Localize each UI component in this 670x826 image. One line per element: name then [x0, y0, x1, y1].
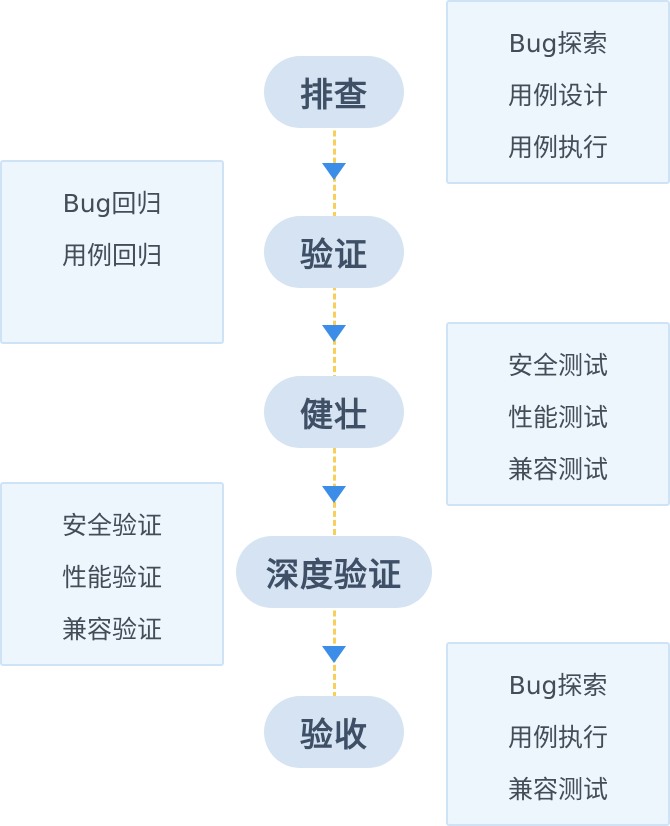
task-panel: 安全验证 性能验证 兼容验证	[0, 482, 224, 666]
task-item: 性能验证	[61, 563, 162, 592]
task-panel: Bug回归 用例回归	[0, 160, 224, 344]
arrow-down-icon	[322, 646, 346, 663]
task-item: 安全验证	[61, 511, 162, 540]
step-label: 健壮	[300, 395, 368, 434]
task-item: 性能测试	[507, 403, 608, 432]
arrow-down-icon	[322, 163, 346, 180]
task-item: 兼容验证	[61, 615, 162, 644]
step-node: 排查	[264, 56, 404, 128]
task-item: 兼容测试	[507, 455, 608, 484]
task-item: 用例执行	[507, 723, 608, 752]
task-item: 安全测试	[507, 351, 608, 380]
task-panel: Bug探索 用例设计 用例执行	[446, 0, 670, 184]
step-label: 验收	[300, 715, 368, 754]
task-panel: Bug探索 用例执行 兼容测试	[446, 642, 670, 826]
step-node: 验收	[264, 696, 404, 768]
step-label: 深度验证	[266, 555, 402, 594]
task-item: Bug探索	[508, 671, 608, 700]
task-panel: 安全测试 性能测试 兼容测试	[446, 322, 670, 506]
step-label: 验证	[300, 235, 368, 274]
step-node: 验证	[264, 216, 404, 288]
task-item: 兼容测试	[507, 775, 608, 804]
arrow-down-icon	[322, 325, 346, 342]
step-node: 健壮	[264, 376, 404, 448]
task-item: Bug探索	[508, 29, 608, 58]
task-item: 用例设计	[507, 81, 608, 110]
task-item: 用例执行	[507, 133, 608, 162]
task-item: 用例回归	[61, 241, 162, 270]
task-item: Bug回归	[62, 189, 162, 218]
step-node: 深度验证	[236, 536, 432, 608]
step-label: 排查	[300, 75, 368, 114]
arrow-down-icon	[322, 486, 346, 503]
